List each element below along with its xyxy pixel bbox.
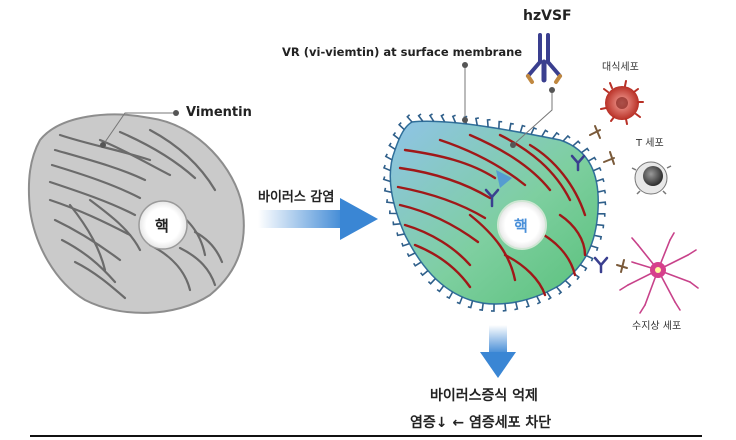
receptor-spike (479, 303, 484, 311)
receptor-spike (451, 114, 457, 124)
vimentin-label: Vimentin (186, 105, 252, 120)
dendritic-cell-label: 수지상 세포 (632, 321, 682, 332)
receptor-spike (514, 301, 519, 311)
receptor-spike (498, 120, 503, 129)
receptor-spike (530, 126, 538, 135)
receptor-spike (382, 164, 391, 172)
receptor-spike (436, 285, 445, 293)
normal-cell-body (27, 113, 245, 314)
vr-membrane-label: VR (vi-viemtin) at surface membrane (282, 45, 523, 59)
receptor-spike (592, 166, 602, 172)
t-cell-icon (631, 161, 672, 195)
infection-arrow (258, 198, 378, 240)
receptor-spike (562, 134, 571, 142)
nucleus-left-label: 핵 (155, 217, 169, 235)
receptor-spike (536, 295, 542, 305)
receptor-spike (579, 264, 588, 272)
membrane-antibodies (570, 125, 628, 274)
receptor-spike (572, 140, 581, 147)
infected-cell (382, 62, 607, 312)
receptor-spike (420, 270, 429, 277)
receptor-spike (486, 118, 491, 127)
result-line-1: 바이러스증식 억제 (430, 388, 538, 404)
receptor-spike (597, 212, 606, 217)
receptor-spike (396, 232, 405, 237)
receptor-spike (398, 122, 405, 131)
receptor-spike (384, 153, 393, 161)
receptor-spike (382, 176, 391, 183)
receptor-spike (490, 303, 495, 312)
receptor-spike (456, 296, 464, 305)
bound-antibody-icon (484, 188, 500, 208)
receptor-spike (428, 113, 435, 122)
receptor-spike (406, 252, 416, 258)
receptor-spike (596, 178, 605, 183)
receptor-spike (596, 223, 605, 229)
receptor-spike (401, 242, 410, 247)
receptor-spike (585, 254, 594, 262)
receptor-spike (551, 131, 560, 139)
receptor-spike (474, 117, 480, 126)
antibody-upper-icon (570, 154, 586, 172)
receptor-spike (587, 156, 597, 162)
receptor-spike (525, 299, 530, 308)
receptor-spike (383, 187, 392, 194)
result-arrow (480, 325, 516, 378)
bottom-rule (30, 435, 702, 437)
receptor-spike (427, 278, 437, 285)
receptor-spike (541, 129, 549, 137)
hzvsf-antibody-icon (526, 33, 562, 84)
receptor-spike (519, 124, 526, 133)
infection-label: 바이러스 감염 (258, 190, 335, 205)
receptor-spike (555, 286, 563, 295)
entry-pointer-icon (496, 170, 512, 188)
antibody-leader-dot-a (510, 142, 516, 148)
normal-cell (27, 110, 245, 314)
receptor-spike (389, 210, 397, 215)
vimentin-leader-dot-a (100, 142, 106, 148)
vimentin-leader-line (102, 112, 175, 146)
hzvsf-label: hzVSF (523, 8, 572, 24)
receptor-spike (392, 131, 400, 140)
receptor-spike (440, 113, 446, 123)
receptor-spike (413, 261, 422, 267)
macrophage-label: 대식세포 (602, 62, 639, 73)
receptor-spike (417, 113, 424, 122)
vr-leader-dot-b (462, 62, 468, 68)
nucleus-right (497, 200, 547, 250)
dendritic-cell-icon (619, 232, 699, 314)
vr-leader-dot-a (462, 117, 468, 123)
receptor-spike (502, 303, 507, 312)
antibody-lower-icon (593, 256, 609, 274)
receptor-spike (386, 199, 394, 204)
t-cell-label: T 세포 (636, 138, 664, 149)
receptor-spike (406, 114, 413, 123)
macrophage-cell-icon (600, 80, 644, 125)
receptor-spike (546, 291, 552, 301)
infected-cell-body (389, 120, 599, 305)
nucleus-left (138, 200, 188, 250)
receptor-spike (392, 221, 401, 226)
receptor-spike (597, 189, 607, 194)
antibody-leader-line (512, 90, 553, 146)
receptor-spike (564, 279, 572, 289)
receptor-spike (446, 291, 454, 300)
receptor-spike (598, 201, 607, 206)
receptor-spike (581, 147, 590, 154)
receptor-spike (590, 245, 599, 252)
antibody-leader-dot-b (549, 87, 555, 93)
receptor-spike (508, 122, 514, 131)
receptor-spike (594, 234, 603, 240)
nucleus-right-label: 핵 (514, 217, 528, 235)
receptor-spike (388, 142, 396, 151)
t-blocker-icons (589, 125, 628, 273)
receptor-spike (467, 300, 474, 309)
result-line-2: 염증↓ ← 염증세포 차단 (410, 415, 552, 431)
vimentin-leader-dot-b (173, 110, 179, 116)
